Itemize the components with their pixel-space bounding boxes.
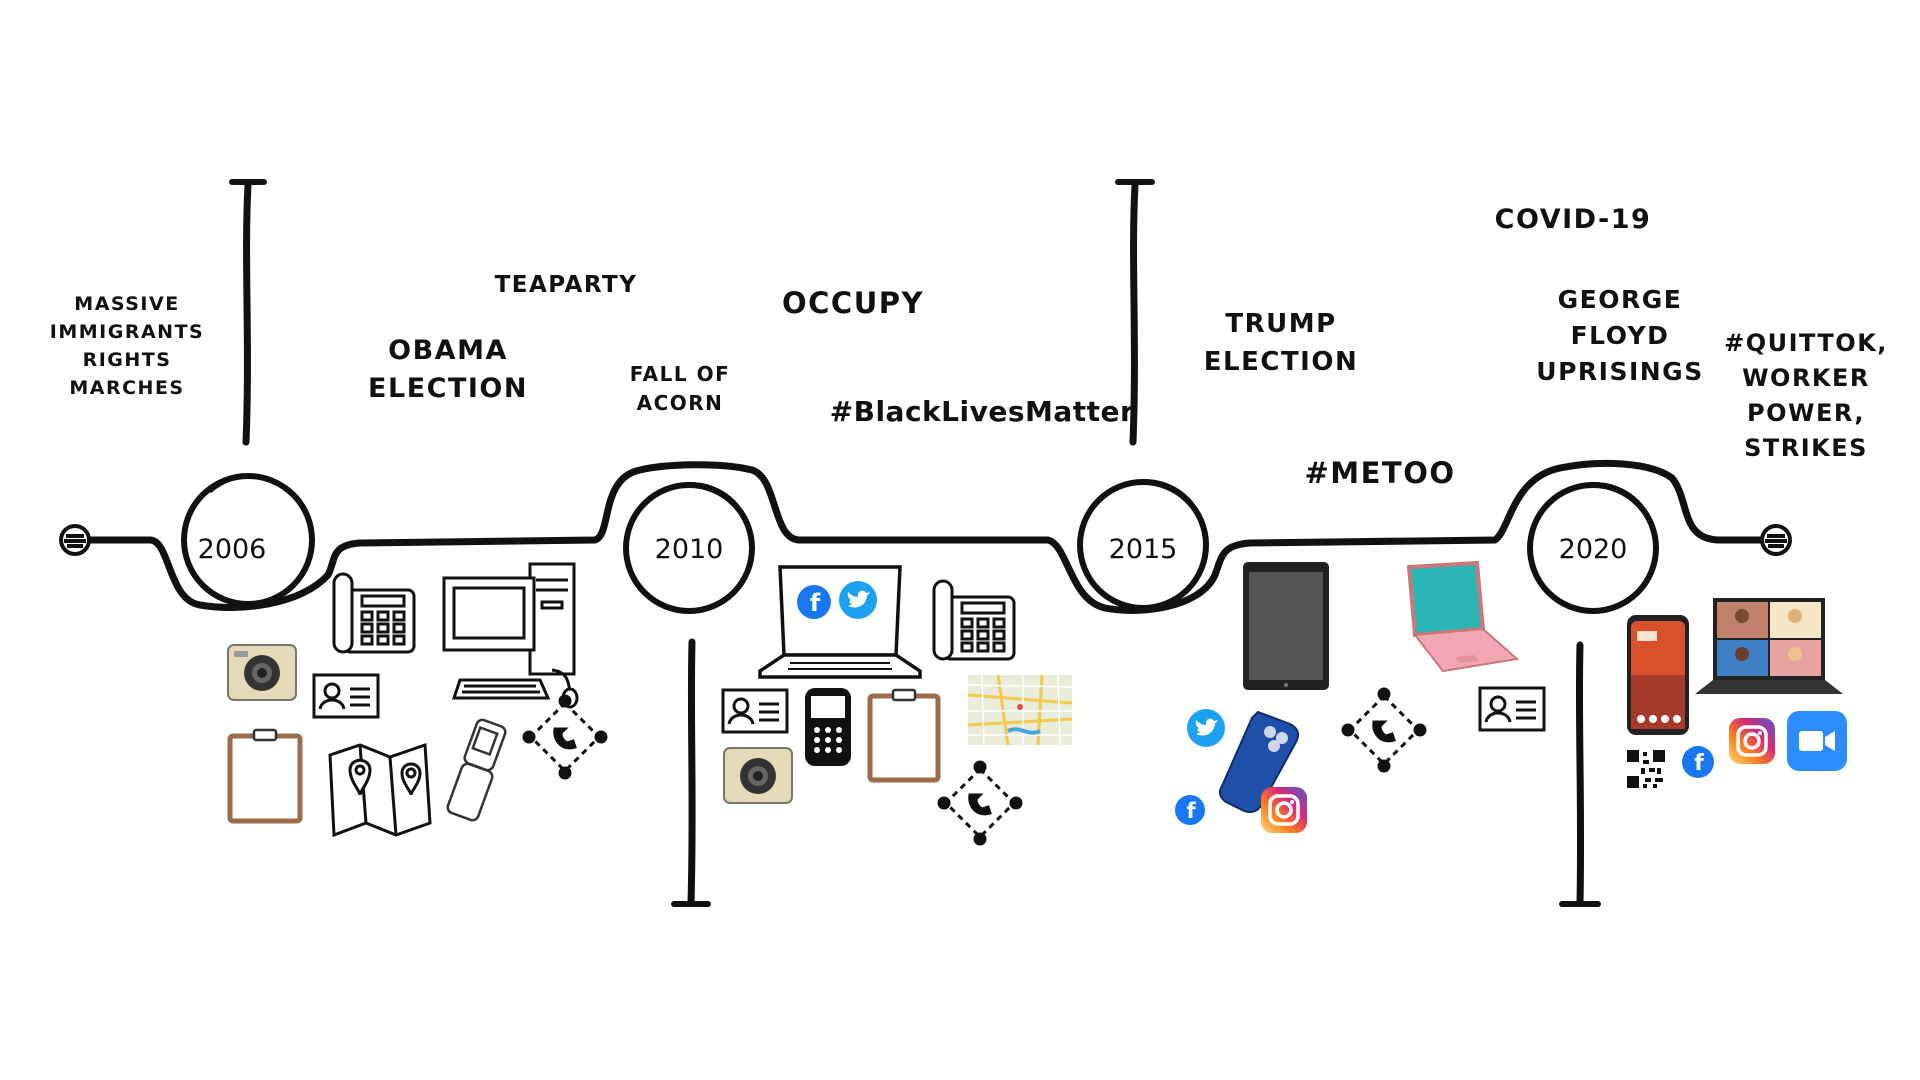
event-occupy: OCCUPY	[781, 286, 925, 320]
event-trump-election: TRUMP ELECTION	[1203, 309, 1359, 377]
timeline-start-cap	[59, 524, 91, 556]
facebook-icon: f	[797, 585, 831, 619]
call-network-icon	[1341, 687, 1427, 773]
blackberry-phone-icon	[805, 688, 851, 766]
twitter-icon	[1187, 709, 1225, 747]
desktop-computer-icon	[442, 562, 579, 709]
year-node-2020: 2020	[1527, 482, 1659, 614]
period-divider-3	[1115, 179, 1155, 446]
year-node-2015: 2015	[1077, 479, 1209, 611]
event-fall-of-acorn: FALL OF ACORN	[629, 362, 731, 415]
tablet-icon	[1243, 562, 1329, 690]
event-teaparty: TEAPARTY	[494, 272, 638, 298]
instagram-icon	[1261, 787, 1307, 833]
qr-code-icon	[1627, 750, 1665, 788]
svg-text:f: f	[1186, 799, 1196, 823]
timeline-end-cap	[1760, 524, 1792, 556]
instagram-icon	[1729, 718, 1775, 764]
year-label-2015: 2015	[1109, 534, 1178, 565]
year-node-2006: 2006	[181, 473, 315, 607]
contact-card-icon	[721, 688, 789, 734]
contact-card-icon	[1478, 686, 1546, 732]
map-icon	[328, 742, 432, 838]
period-divider-2	[671, 638, 711, 907]
pink-laptop-icon	[1406, 560, 1520, 673]
camera-icon	[723, 747, 793, 804]
year-node-2010: 2010	[623, 482, 755, 614]
smartphone-icon	[1218, 710, 1299, 813]
desk-phone-icon	[932, 579, 1016, 661]
event-blacklivesmatter: #BlackLivesMatter	[829, 395, 1135, 428]
event-covid-19: COVID-19	[1494, 204, 1652, 235]
period-divider-4	[1559, 641, 1601, 907]
city-map-icon	[967, 674, 1073, 746]
event-massive-immigrants-rights-marches: MASSIVE IMMIGRANTS RIGHTS MARCHES	[49, 293, 205, 399]
contact-card-icon	[312, 673, 380, 719]
flip-phone-icon	[446, 718, 507, 822]
laptop-social-icon	[758, 565, 922, 679]
zoom-icon	[1787, 711, 1847, 771]
smartphone-icon	[1627, 615, 1689, 735]
svg-text:f: f	[1694, 751, 1704, 776]
year-label-2006: 2006	[198, 534, 267, 565]
period-divider-1	[229, 179, 267, 446]
event-metoo: #METOO	[1304, 456, 1456, 490]
call-network-icon	[937, 760, 1023, 846]
facebook-icon: f	[1682, 746, 1714, 778]
facebook-icon: f	[1175, 795, 1205, 825]
clipboard-icon	[227, 728, 303, 824]
event-obama-election: OBAMA ELECTION	[368, 335, 528, 404]
year-label-2010: 2010	[655, 534, 724, 565]
clipboard-icon	[867, 688, 941, 783]
camera-icon	[227, 644, 297, 701]
video-call-laptop-icon	[1695, 598, 1843, 694]
svg-text:f: f	[810, 589, 821, 617]
timeline-line	[84, 459, 1769, 614]
desk-phone-icon	[332, 572, 416, 654]
twitter-icon	[839, 581, 877, 619]
event-quittok-worker-power-strikes: #QUITTOK, WORKER POWER, STRIKES	[1724, 329, 1888, 462]
event-george-floyd-uprisings: GEORGE FLOYD UPRISINGS	[1536, 285, 1704, 386]
call-network-icon	[522, 694, 608, 780]
year-label-2020: 2020	[1559, 534, 1628, 565]
